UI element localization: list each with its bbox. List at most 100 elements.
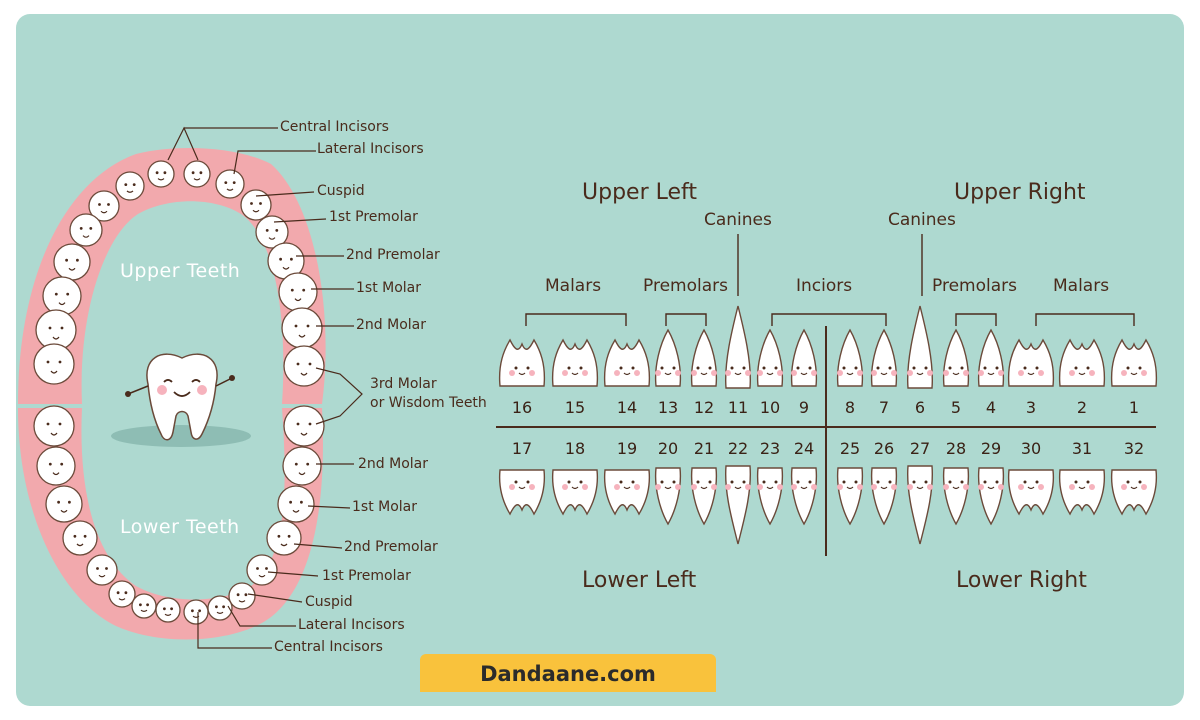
- arch-tooth: [33, 343, 75, 385]
- arch-tooth: [183, 599, 209, 625]
- lower-tooth-number: 29: [980, 439, 1002, 458]
- upper-tooth-number: 13: [657, 398, 679, 417]
- arch-tooth: [131, 593, 157, 619]
- tooth-mascot: [111, 353, 251, 447]
- arch-tooth: [69, 213, 103, 247]
- lower-tooth-number: 30: [1020, 439, 1042, 458]
- upper-chart-tooth: [1110, 338, 1158, 387]
- upper-tooth-number: 15: [564, 398, 586, 417]
- upper-tooth-number: 6: [914, 398, 926, 417]
- arch-tooth: [266, 520, 302, 556]
- label-upper-1st-molar: 1st Molar: [356, 280, 422, 296]
- lower-right-title: Lower Right: [956, 568, 1087, 593]
- lower-chart-tooth: [1007, 469, 1055, 516]
- arch-tooth: [88, 190, 120, 222]
- lower-chart-tooth: [942, 467, 970, 526]
- lower-chart-tooth: [906, 465, 934, 545]
- upper-right-title: Upper Right: [954, 180, 1086, 205]
- label-upper-1st-premolar: 1st Premolar: [329, 209, 418, 225]
- lower-tooth-number: 24: [793, 439, 815, 458]
- lower-chart-tooth: [654, 467, 682, 526]
- lower-tooth-number: 32: [1123, 439, 1145, 458]
- lower-chart-tooth: [551, 469, 599, 516]
- upper-chart-tooth: [870, 328, 898, 387]
- arch-tooth: [86, 554, 118, 586]
- label-upper-2nd-premolar: 2nd Premolar: [346, 247, 440, 263]
- upper-chart-tooth: [1007, 338, 1055, 387]
- lower-chart-tooth: [690, 467, 718, 526]
- arch-tooth: [115, 171, 145, 201]
- upper-chart-tooth: [603, 338, 651, 387]
- label-lower-2nd-molar: 2nd Molar: [358, 456, 428, 472]
- lower-tooth-number: 21: [693, 439, 715, 458]
- lower-tooth-number: 19: [616, 439, 638, 458]
- arch-tooth: [42, 276, 82, 316]
- arch-tooth: [36, 446, 76, 486]
- lower-tooth-number: 25: [839, 439, 861, 458]
- label-3rd-molar: 3rd Molar: [370, 376, 437, 392]
- upper-tooth-number: 16: [511, 398, 533, 417]
- label-upper-central-incisors: Central Incisors: [280, 119, 389, 135]
- upper-chart-tooth: [654, 328, 682, 387]
- arch-tooth: [207, 595, 233, 621]
- lower-tooth-number: 17: [511, 439, 533, 458]
- lower-tooth-number: 22: [727, 439, 749, 458]
- arch-tooth: [108, 580, 136, 608]
- upper-chart-tooth: [498, 338, 546, 387]
- brand-banner: Dandaane.com: [420, 654, 716, 692]
- arch-tooth: [278, 272, 318, 312]
- upper-chart-tooth: [977, 328, 1005, 387]
- lower-chart-tooth: [756, 467, 784, 526]
- upper-tooth-number: 1: [1128, 398, 1140, 417]
- label-lower-2nd-premolar: 2nd Premolar: [344, 539, 438, 555]
- label-lower-1st-molar: 1st Molar: [352, 499, 418, 515]
- arch-tooth: [283, 405, 325, 447]
- arch-tooth: [215, 169, 245, 199]
- upper-tooth-number: 10: [759, 398, 781, 417]
- lower-chart-tooth: [977, 467, 1005, 526]
- lower-chart-tooth: [498, 469, 546, 516]
- arch-tooth: [281, 307, 323, 349]
- lower-tooth-number: 20: [657, 439, 679, 458]
- upper-chart-tooth: [756, 328, 784, 387]
- lower-tooth-number: 18: [564, 439, 586, 458]
- incisors-label: Inciors: [796, 276, 853, 296]
- upper-tooth-number: 4: [985, 398, 997, 417]
- label-lower-central-incisors: Central Incisors: [274, 639, 383, 655]
- upper-tooth-number: 3: [1025, 398, 1037, 417]
- lower-chart-tooth: [790, 467, 818, 526]
- arch-leader-lines: [167, 126, 363, 649]
- upper-tooth-number: 9: [798, 398, 810, 417]
- lower-chart-tooth: [724, 465, 752, 545]
- lower-chart-tooth: [870, 467, 898, 526]
- premolars-left-label: Premolars: [643, 276, 728, 296]
- upper-tooth-number: 8: [844, 398, 856, 417]
- lower-tooth-number: 28: [945, 439, 967, 458]
- upper-left-title: Upper Left: [582, 180, 697, 205]
- label-lower-1st-premolar: 1st Premolar: [322, 568, 411, 584]
- label-upper-cuspid: Cuspid: [317, 183, 365, 199]
- arch-tooth: [246, 554, 278, 586]
- arch-tooth: [147, 160, 175, 188]
- lower-chart-tooth: [836, 467, 864, 526]
- label-lower-lateral-incisors: Lateral Incisors: [298, 617, 405, 633]
- label-upper-lateral-incisors: Lateral Incisors: [317, 141, 424, 157]
- dental-chart-card: Upper Teeth Lower Teeth Central Incisors…: [16, 14, 1184, 706]
- label-upper-2nd-molar: 2nd Molar: [356, 317, 426, 333]
- upper-chart-tooth: [690, 328, 718, 387]
- upper-tooth-number: 5: [950, 398, 962, 417]
- upper-tooth-number: 11: [727, 398, 749, 417]
- upper-chart-tooth: [906, 305, 934, 389]
- lower-left-title: Lower Left: [582, 568, 697, 593]
- chart-dividers: [496, 326, 1156, 556]
- arch-tooth: [277, 485, 315, 523]
- arch-tooth: [283, 345, 325, 387]
- lower-tooth-number: 31: [1071, 439, 1093, 458]
- arch-tooth: [183, 160, 211, 188]
- arch-tooth: [155, 597, 181, 623]
- arch-tooth: [255, 215, 289, 249]
- teeth-illustration: [18, 126, 1158, 649]
- group-brackets: [525, 234, 1135, 326]
- arch-tooth: [62, 520, 98, 556]
- premolars-right-label: Premolars: [932, 276, 1017, 296]
